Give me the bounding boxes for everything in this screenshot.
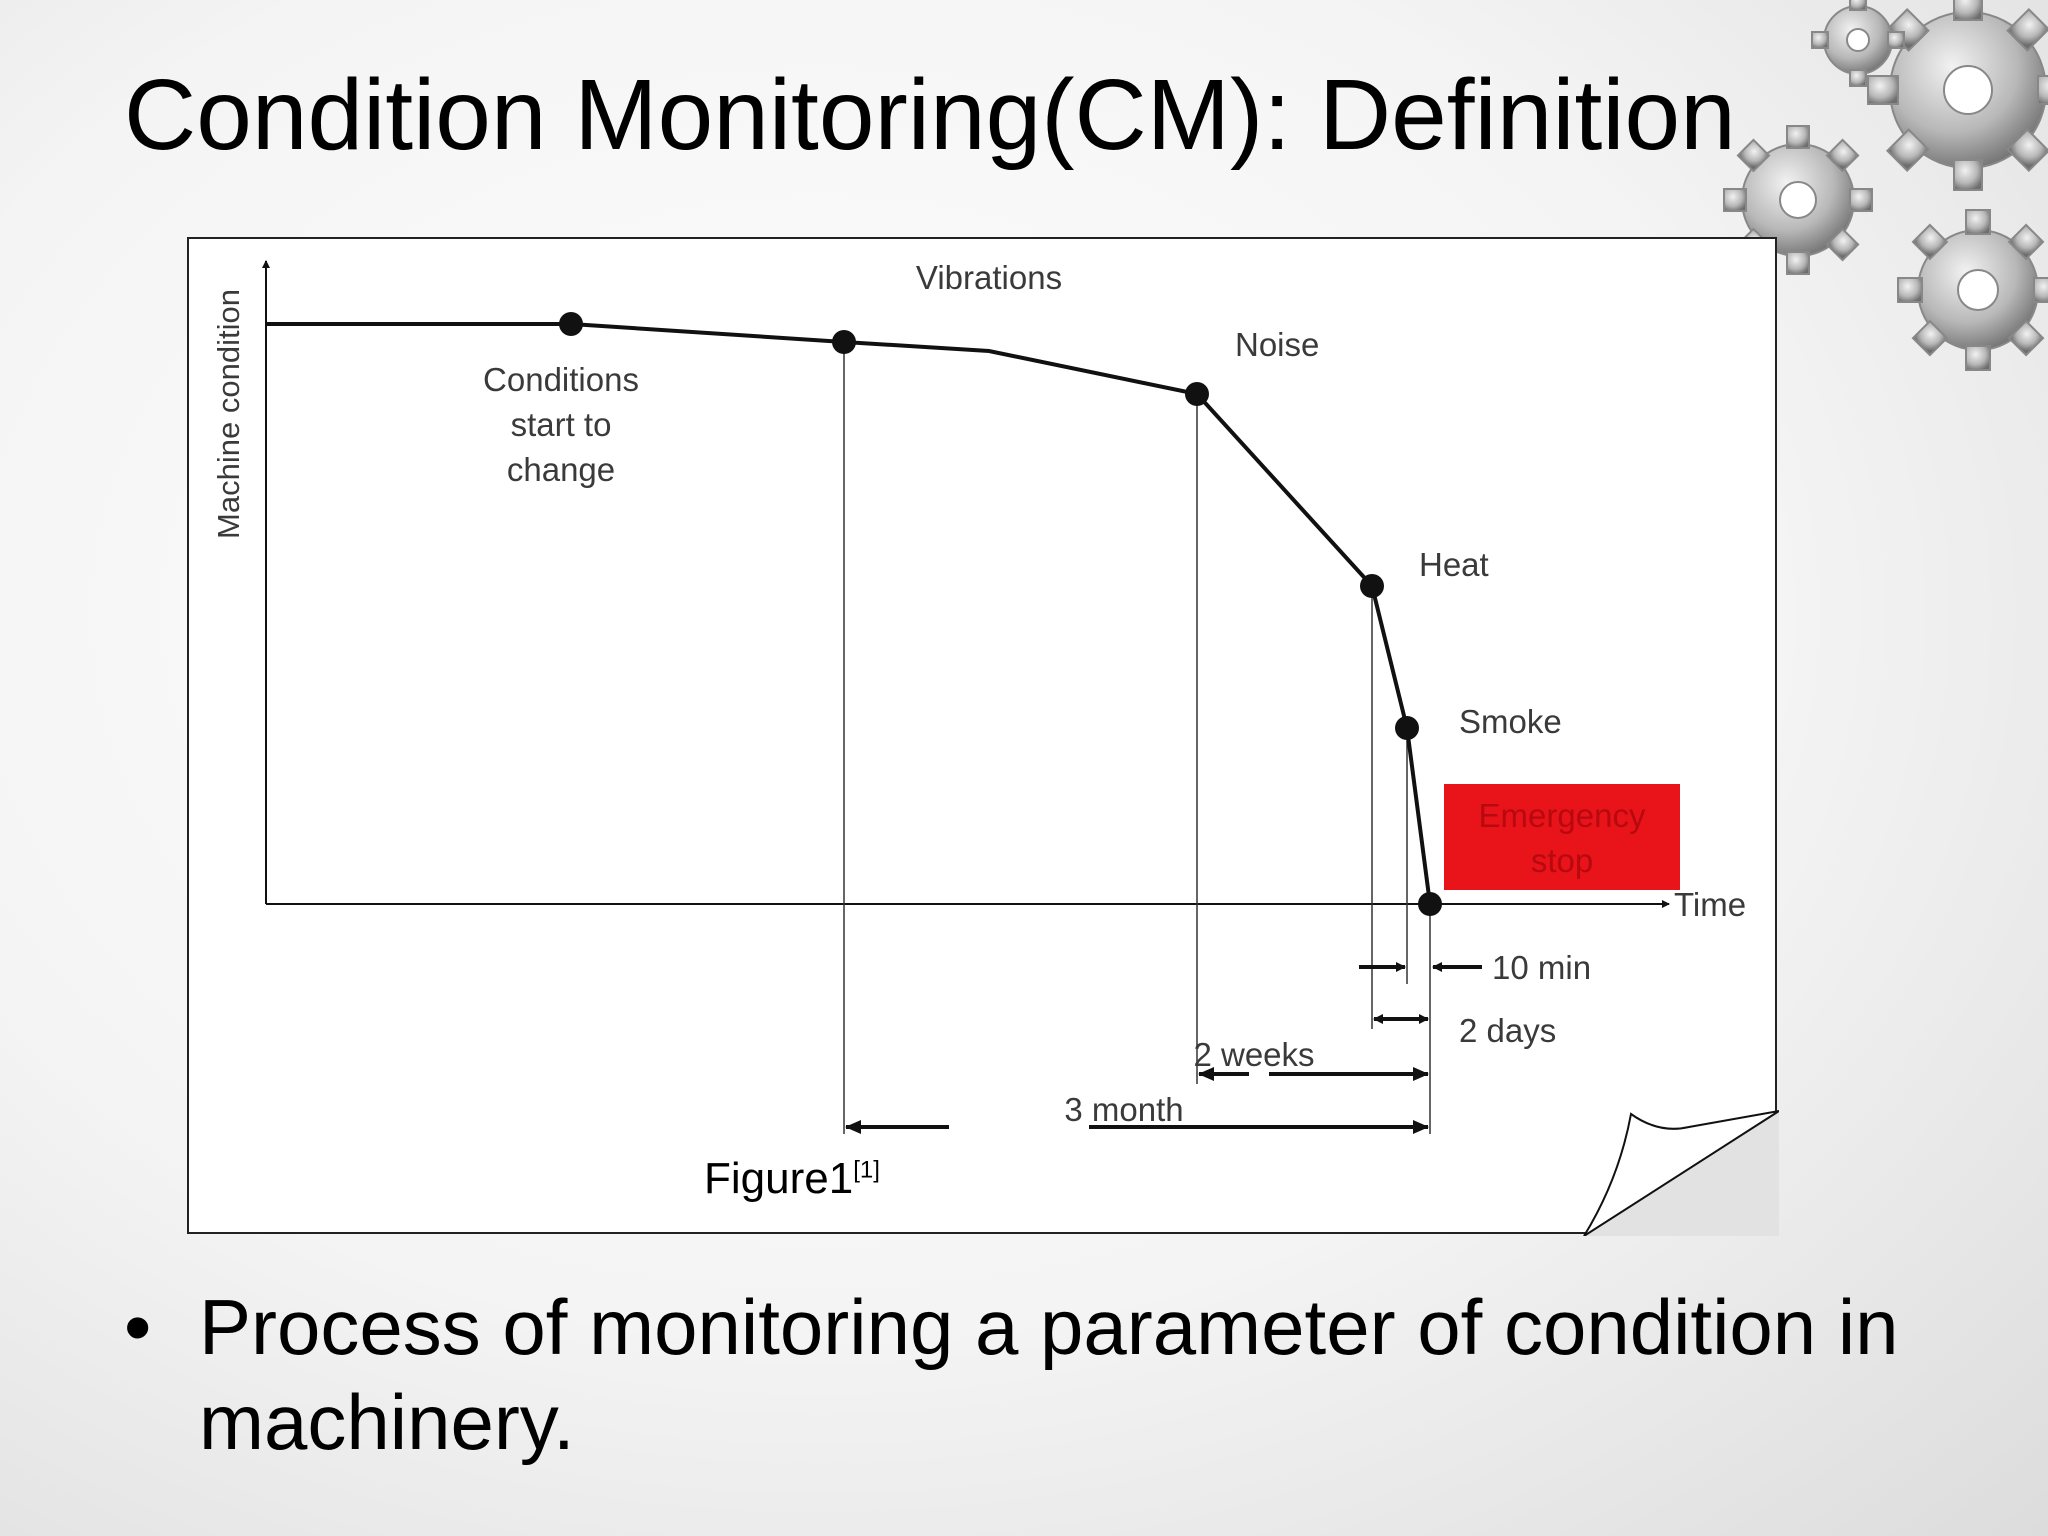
x-axis-label: Time — [1674, 886, 1746, 923]
degradation-curve — [266, 322, 1432, 905]
label-noise: Noise — [1235, 326, 1319, 363]
label-2days: 2 days — [1459, 1012, 1556, 1049]
interval-arrows — [845, 962, 1482, 1134]
point-noise — [1185, 382, 1209, 406]
label-conditions-1: Conditions — [483, 361, 639, 398]
slide-title: Condition Monitoring(CM): Definition — [124, 59, 1736, 171]
bullet-marker: • — [124, 1283, 152, 1371]
point-heat — [1360, 574, 1384, 598]
bullet-text: Process of monitoring a parameter of con… — [199, 1283, 1899, 1467]
label-vibrations: Vibrations — [916, 259, 1062, 296]
page-curl-flap — [1583, 1110, 1779, 1236]
emergency-stop-box — [1444, 784, 1680, 890]
point-conditions-change — [559, 312, 583, 336]
label-conditions-2: start to — [511, 406, 612, 443]
point-failure — [1418, 892, 1442, 916]
label-2weeks: 2 weeks — [1193, 1036, 1314, 1073]
label-stop: stop — [1531, 842, 1593, 879]
label-3month: 3 month — [1064, 1091, 1183, 1128]
gears-decoration — [1723, 0, 2048, 371]
point-vibrations — [832, 330, 856, 354]
drop-lines — [843, 342, 1431, 1134]
bullet-item: • Process of monitoring a parameter of c… — [124, 1280, 1944, 1470]
bullet-list: • Process of monitoring a parameter of c… — [124, 1280, 1944, 1470]
label-heat: Heat — [1419, 546, 1489, 583]
label-smoke: Smoke — [1459, 703, 1562, 740]
figure-caption: Figure1[1] — [704, 1154, 880, 1204]
caption-text: Figure1 — [704, 1154, 854, 1203]
label-10min: 10 min — [1492, 949, 1591, 986]
label-conditions-3: change — [507, 451, 615, 488]
figure-frame: Machine condition Time Conditions start … — [187, 237, 1779, 1236]
condition-diagram: Machine condition Time Conditions start … — [211, 259, 1779, 1236]
label-emergency: Emergency — [1479, 797, 1646, 834]
point-smoke — [1395, 716, 1419, 740]
y-axis-label: Machine condition — [211, 289, 246, 539]
caption-ref[interactable]: [1] — [853, 1156, 880, 1184]
